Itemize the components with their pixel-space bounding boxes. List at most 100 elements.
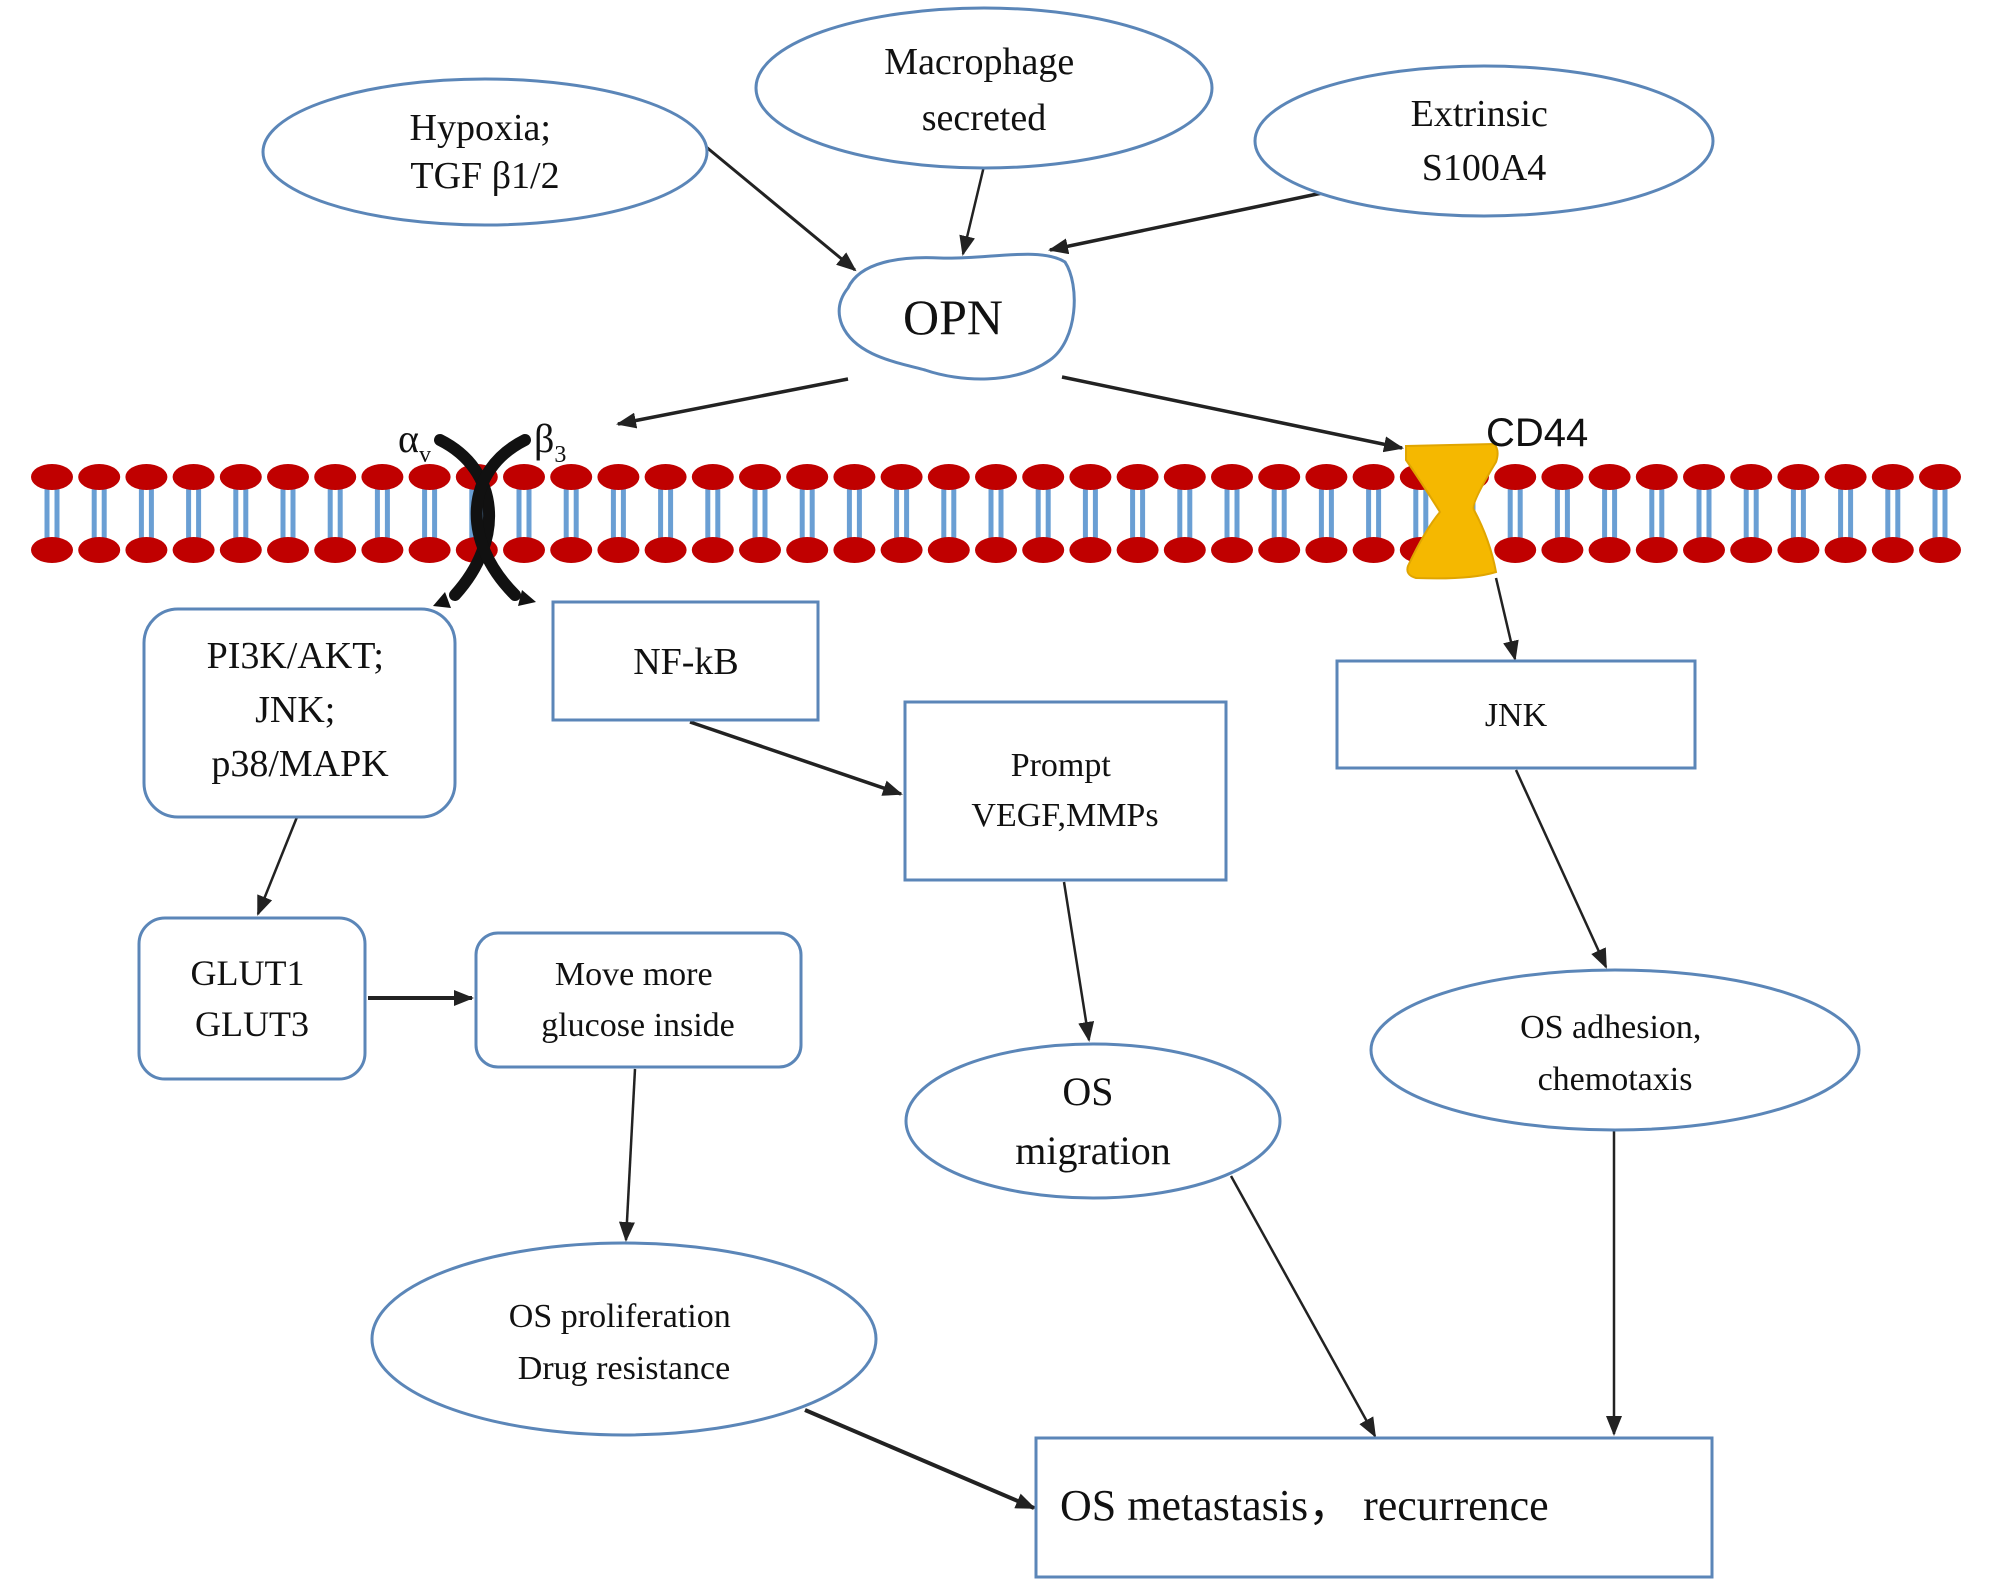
macrophage-label-line1: Macrophage: [884, 41, 1074, 83]
lipid-head: [975, 537, 1017, 563]
cd44-label: CD44: [1486, 411, 1588, 455]
phospholipid: [1777, 464, 1820, 563]
phospholipid: [1730, 464, 1773, 563]
lipid-head: [927, 537, 970, 563]
jnk-label: JNK: [1485, 697, 1548, 734]
phospholipid: [314, 464, 357, 563]
lipid-head: [1871, 464, 1914, 490]
proliferation-label-line2: Drug resistance: [518, 1350, 730, 1387]
lipid-head: [644, 464, 687, 490]
lipid-head: [31, 464, 73, 490]
phospholipid: [1541, 464, 1584, 563]
arrow-prompt-to-migration: [1062, 881, 1095, 1042]
lipid-head: [691, 537, 734, 563]
lipid-head: [550, 537, 593, 563]
phospholipid: [503, 464, 545, 563]
lipid-head: [1541, 537, 1584, 563]
lipid-head: [1635, 537, 1678, 563]
arrow-hypoxia-to-opn: [704, 144, 857, 272]
pi3k-label-line2: JNK;: [255, 689, 335, 731]
move-label-line2: glucose inside: [541, 1007, 735, 1044]
lipid-head: [1305, 464, 1348, 490]
node-jnk: JNK: [1335, 659, 1697, 770]
node-macrophage: Macrophage secreted: [754, 6, 1214, 170]
nfkb-label: NF-kB: [633, 641, 739, 683]
phospholipid: [927, 464, 970, 563]
lipid-head: [1919, 537, 1961, 563]
lipid-head: [786, 537, 829, 563]
phospholipid: [691, 464, 734, 563]
lipid-head: [1069, 464, 1112, 490]
lipid-head: [1730, 464, 1773, 490]
lipid-head: [739, 464, 781, 490]
phospholipid: [739, 464, 781, 563]
lipid-head: [1635, 464, 1678, 490]
svg-text:Extrinsic S100A4: Extrinsic S100A4: [1411, 93, 1558, 189]
lipid-head: [78, 537, 121, 563]
svg-text:OS migration: OS migration: [1015, 1069, 1171, 1173]
lipid-head: [1777, 537, 1820, 563]
phospholipid: [1305, 464, 1348, 563]
arrow-move-to-proliferation: [618, 1068, 637, 1242]
phospholipid: [1635, 464, 1678, 563]
phospholipid: [1824, 464, 1867, 563]
phospholipid: [1069, 464, 1112, 563]
lipid-head: [1211, 537, 1253, 563]
arrow-macrophage-to-opn: [959, 165, 986, 256]
lipid-head: [644, 537, 687, 563]
lipid-head: [1683, 464, 1725, 490]
lipid-head: [597, 537, 640, 563]
metastasis-label: OS metastasis， recurrence: [1060, 1481, 1549, 1530]
integrin-receptor: [433, 434, 536, 608]
lipid-head: [975, 464, 1017, 490]
lipid-head: [880, 464, 923, 490]
lipid-head: [408, 464, 451, 490]
phospholipid: [833, 464, 876, 563]
lipid-head: [1116, 537, 1159, 563]
lipid-head: [408, 537, 451, 563]
phospholipid: [219, 464, 262, 563]
phospholipid: [172, 464, 215, 563]
hypoxia-label-line1: Hypoxia;: [410, 107, 551, 149]
phospholipid: [644, 464, 687, 563]
lipid-head: [550, 464, 593, 490]
lipid-head: [1352, 537, 1395, 563]
prompt-label-line2: VEGF,MMPs: [971, 797, 1158, 834]
integrin-beta-label: β3: [534, 416, 566, 468]
phospholipid: [125, 464, 168, 563]
lipid-head: [1588, 537, 1631, 563]
move-label-line1: Move more: [555, 956, 713, 993]
lipid-head: [1305, 537, 1348, 563]
phospholipid: [597, 464, 640, 563]
opn-label: OPN: [903, 289, 1003, 345]
arrow-jnk-to-adhesion: [1514, 769, 1608, 969]
proliferation-label-line1: OS proliferation: [509, 1298, 731, 1335]
node-prompt: Prompt VEGF,MMPs: [903, 700, 1228, 882]
adhesion-label-line1: OS adhesion,: [1520, 1009, 1701, 1046]
phospholipid: [1871, 464, 1914, 563]
phospholipid: [78, 464, 121, 563]
svg-text:OS proliferation Drug re: OS proliferation Drug resistance: [509, 1298, 739, 1387]
phospholipid: [880, 464, 923, 563]
migration-label-line2: migration: [1015, 1128, 1171, 1173]
lipid-head: [691, 464, 734, 490]
lipid-head: [267, 537, 309, 563]
arrow-extrinsic-to-opn: [1048, 191, 1323, 255]
pi3k-label-line3: p38/MAPK: [211, 743, 389, 785]
macrophage-label-line2: secreted: [922, 97, 1046, 139]
lipid-head: [1871, 537, 1914, 563]
phospholipid: [1211, 464, 1253, 563]
cd44-receptor: [1405, 442, 1499, 580]
lipid-head: [786, 464, 829, 490]
lipid-head: [125, 464, 168, 490]
phospholipid: [1022, 464, 1065, 563]
lipid-head: [1494, 537, 1537, 563]
migration-label-line1: OS: [1062, 1069, 1113, 1114]
svg-text:GLUT1 GLUT3: GLUT1 GLUT3: [191, 953, 314, 1044]
lipid-head: [219, 464, 262, 490]
arrow-pi3k-to-glut: [256, 816, 299, 916]
lipid-head: [314, 464, 357, 490]
svg-text:Prompt VEGF,MMPs: Prompt VEGF,MMPs: [971, 747, 1158, 834]
